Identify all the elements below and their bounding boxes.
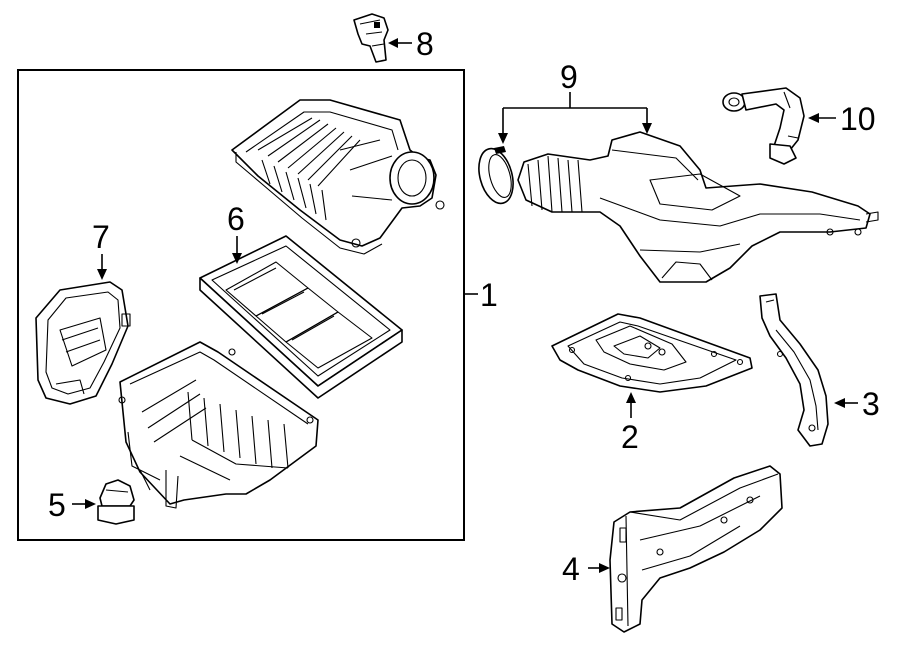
outlet-duct-part <box>517 131 879 283</box>
air-filter-part <box>199 235 403 399</box>
callout-1: 1 <box>480 277 498 313</box>
air-cleaner-lower-housing-part <box>118 341 319 509</box>
callout-7-arrowhead <box>97 269 107 280</box>
mass-airflow-sensor-part <box>353 13 389 63</box>
callout-9-leader <box>502 92 648 136</box>
callout-9-arrowhead-right <box>642 123 652 134</box>
callout-6-arrowhead <box>232 253 242 264</box>
callout-6: 6 <box>227 201 245 237</box>
callout-10-arrowhead <box>808 113 819 123</box>
air-cleaner-cover-part <box>231 99 445 255</box>
callout-7: 7 <box>92 219 110 255</box>
callout-3: 3 <box>862 386 880 422</box>
clamp-part <box>478 146 514 205</box>
callout-5-arrowhead <box>85 499 96 509</box>
callout-8-arrowhead <box>388 38 398 48</box>
callout-8: 8 <box>416 26 434 62</box>
grommet-part <box>97 479 135 525</box>
callout-5: 5 <box>48 487 66 523</box>
callout-4-arrowhead <box>599 563 610 573</box>
callout-9: 9 <box>560 59 578 95</box>
deflector-part <box>759 293 829 447</box>
breather-hose-part <box>722 87 805 165</box>
callout-10: 10 <box>840 101 876 137</box>
callout-3-arrowhead <box>834 398 845 408</box>
inlet-duct-part <box>35 281 131 405</box>
callout-2-arrowhead <box>626 392 636 403</box>
callout-4: 4 <box>562 551 580 587</box>
callout-9-arrowhead-left <box>498 133 508 144</box>
assembly-box <box>17 69 465 541</box>
support-bracket-part <box>609 465 783 633</box>
tray-bracket-part <box>551 313 753 393</box>
callout-2: 2 <box>621 419 639 455</box>
